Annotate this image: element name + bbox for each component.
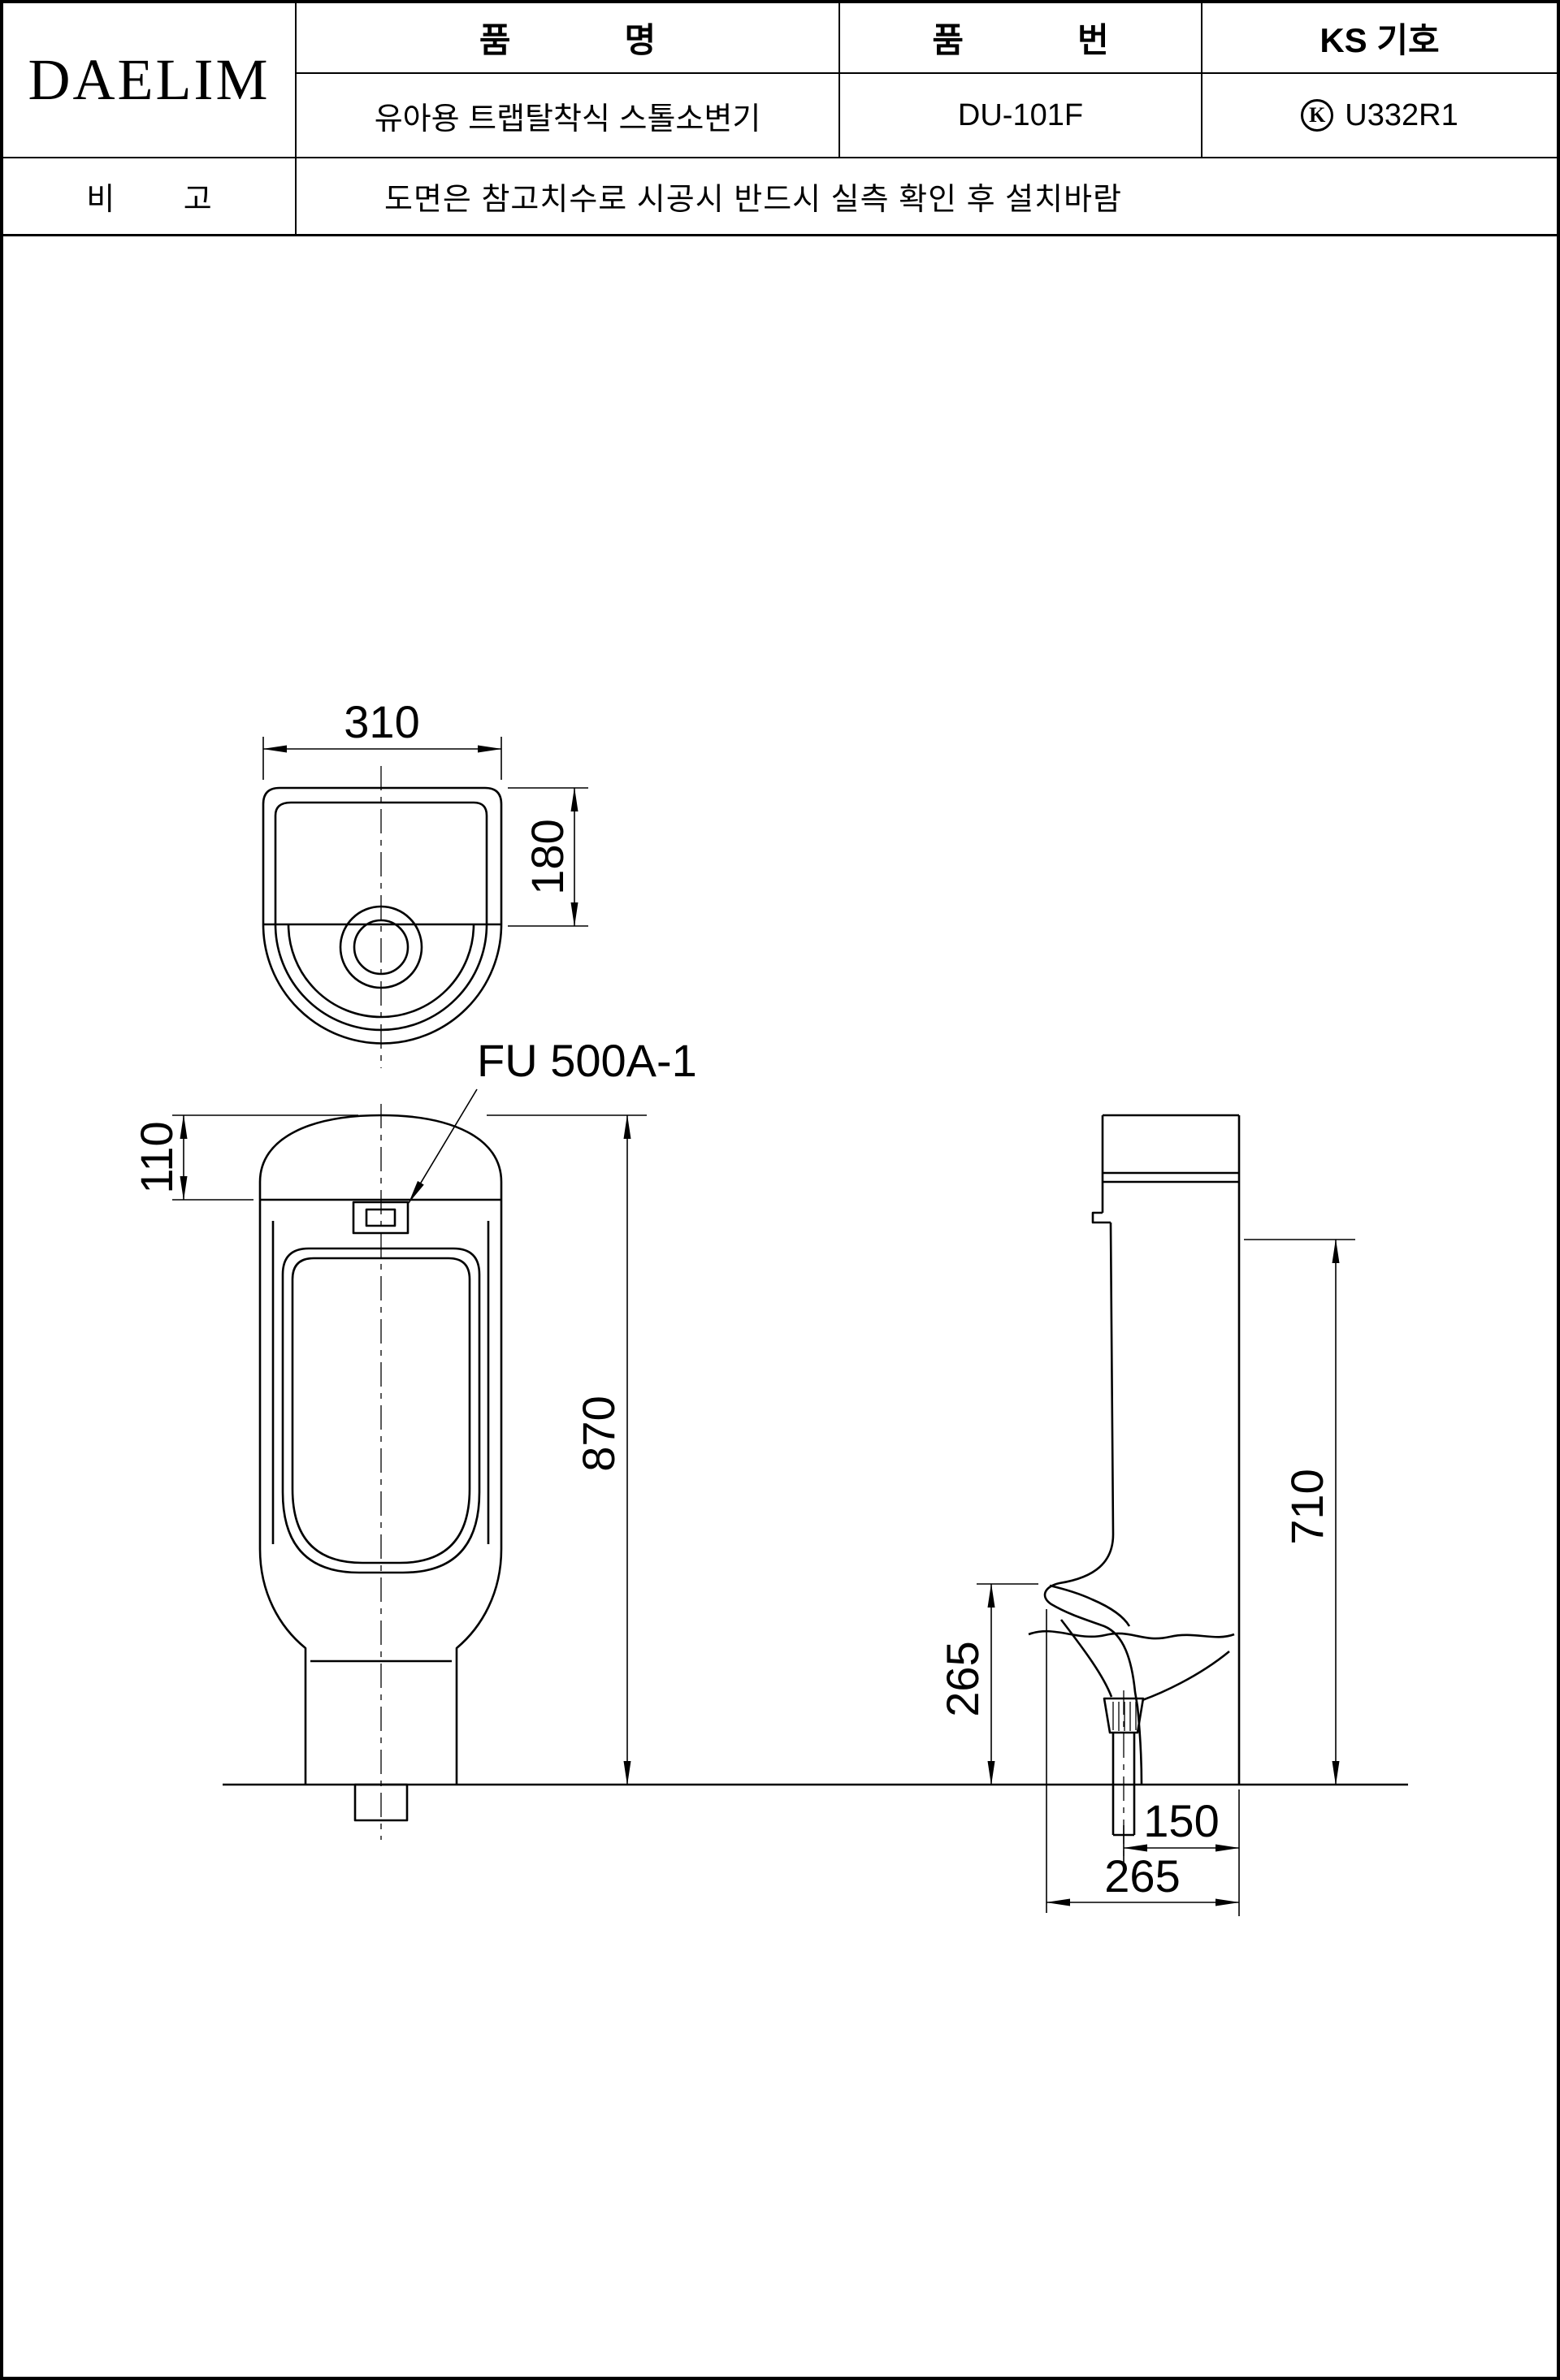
ks-code-cell: K U332R1 xyxy=(1201,74,1557,158)
company-logo-text: DAELIM xyxy=(28,47,271,112)
dim-text-150: 150 xyxy=(1143,1795,1219,1846)
company-logo: DAELIM xyxy=(3,3,295,158)
dimension-texts: 310 180 110 870 710 265 150 265 FU 500A-… xyxy=(131,696,1332,1902)
basin-opening-inner xyxy=(291,1257,471,1564)
water-line xyxy=(1028,1629,1235,1640)
dim-150 xyxy=(1123,1789,1240,1916)
dim-text-710: 710 xyxy=(1281,1469,1332,1544)
product-name-header: 품 명 xyxy=(295,3,838,74)
dim-text-870: 870 xyxy=(573,1396,624,1471)
remarks-text: 도면은 참고치수로 시공시 반드시 실측 확인 후 설치바람 xyxy=(295,158,1557,234)
strainer-hatch xyxy=(1112,1702,1137,1731)
basin-opening-outer xyxy=(281,1247,481,1574)
technical-drawing: 310 180 110 870 710 265 150 265 FU 500A-… xyxy=(131,696,1408,1916)
part-label: FU 500A-1 xyxy=(477,1035,697,1086)
top-view xyxy=(262,786,503,1045)
dim-870 xyxy=(487,1114,647,1785)
drain-strainer xyxy=(1103,1697,1145,1734)
dim-text-180: 180 xyxy=(522,819,573,894)
dim-text-310: 310 xyxy=(344,696,419,747)
dim-265-depth xyxy=(1046,1609,1240,1913)
ks-header: KS 기호 xyxy=(1201,3,1557,74)
ks-code-value: U332R1 xyxy=(1345,97,1458,132)
dim-710 xyxy=(1244,1239,1355,1785)
title-block: DAELIM 품 명 품 번 KS 기호 유아용 트랩탈착식 스톨소변기 DU-… xyxy=(3,3,1557,236)
ks-certification-icon: K xyxy=(1301,99,1334,132)
dim-text-265-depth: 265 xyxy=(1104,1850,1180,1902)
drawing-area: 310 180 110 870 710 265 150 265 FU 500A-… xyxy=(3,236,1557,2377)
product-no-header: 품 번 xyxy=(838,3,1201,74)
dim-text-110: 110 xyxy=(131,1121,182,1193)
dim-265-height xyxy=(977,1583,1038,1785)
remarks-header: 비 고 xyxy=(86,183,212,217)
dim-180 xyxy=(508,787,588,927)
product-name-value: 유아용 트랩탈착식 스톨소변기 xyxy=(295,74,838,158)
part-label-leader xyxy=(408,1088,478,1204)
product-no-value: DU-101F xyxy=(838,74,1201,158)
dim-310 xyxy=(262,737,502,780)
dim-text-265-height: 265 xyxy=(937,1641,988,1716)
dim-110 xyxy=(172,1114,358,1201)
side-view xyxy=(1028,1114,1241,1837)
